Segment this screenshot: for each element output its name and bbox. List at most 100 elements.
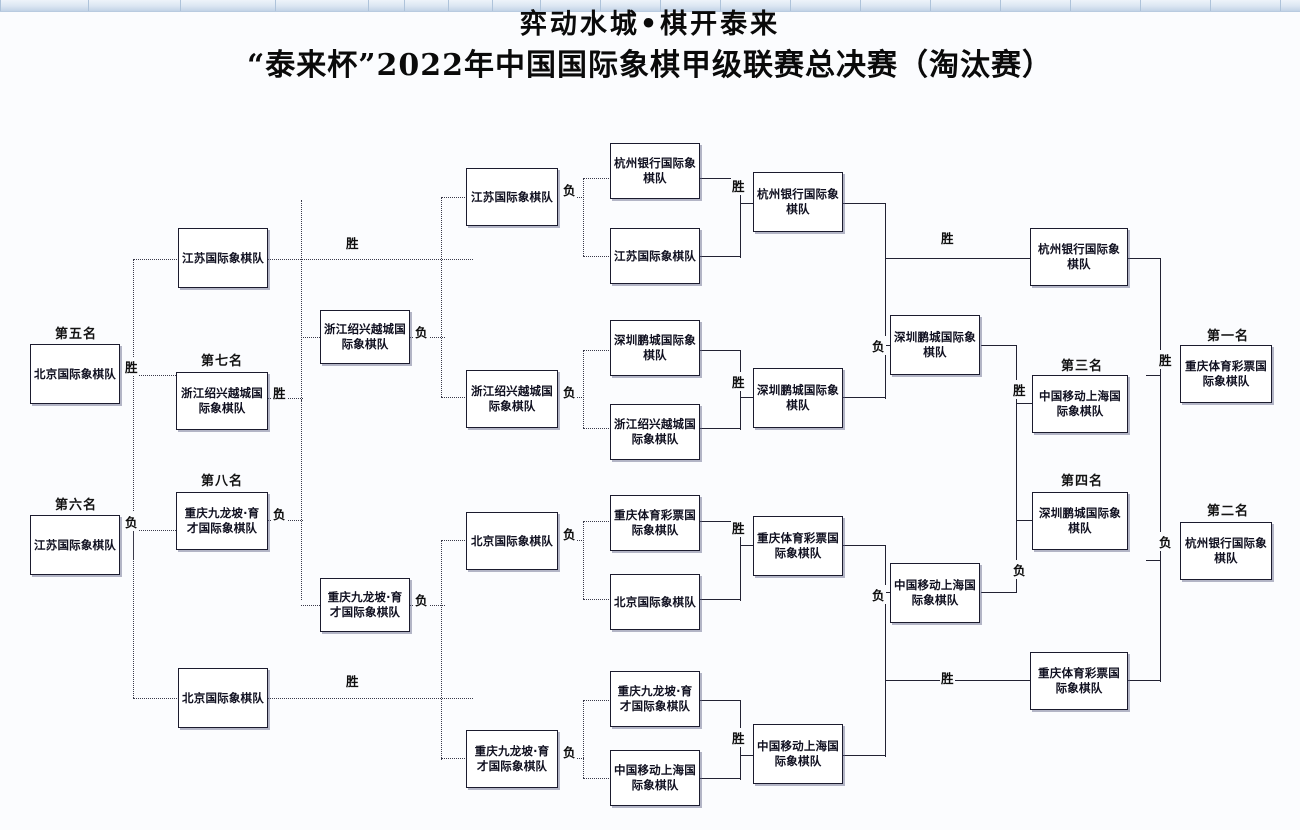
- box-qf3-winner[interactable]: 重庆体育彩票国际象棋队: [753, 516, 843, 576]
- result-label-qf-seed-3: 负: [562, 524, 577, 543]
- team-name: 浙江绍兴越城国际象棋队: [324, 322, 406, 351]
- team-name: 浙江绍兴越城国际象棋队: [181, 386, 263, 415]
- team-name: 江苏国际象棋队: [471, 189, 553, 204]
- conn-sf2-b: [843, 755, 885, 757]
- dotted-qf1-bot: [583, 256, 611, 257]
- result-label-sf2-winner: 胜: [940, 668, 955, 687]
- conn-qf4-out: [740, 755, 755, 757]
- conn-qf1-bot: [700, 256, 740, 258]
- box-loser-mid-zhejiang[interactable]: 浙江绍兴越城国际象棋队: [320, 310, 410, 364]
- ruler-tick: [404, 0, 405, 11]
- rank-label-seventh: 第七名: [200, 354, 243, 369]
- box-qf2-top[interactable]: 深圳鹏城国际象棋队: [610, 320, 700, 376]
- box-sixth-place-left[interactable]: 江苏国际象棋队: [30, 515, 120, 575]
- box-qf4-bottom[interactable]: 中国移动上海国际象棋队: [610, 750, 700, 806]
- box-eighth-place-left[interactable]: 重庆九龙坡·育才国际象棋队: [176, 492, 268, 550]
- rank-label-fourth: 第四名: [1060, 474, 1103, 489]
- box-finalist-bottom[interactable]: 重庆体育彩票国际象棋队: [1030, 652, 1128, 710]
- team-name: 中国移动上海国际象棋队: [894, 578, 976, 607]
- conn-final-top: [1128, 258, 1160, 260]
- ruler-tick: [930, 0, 931, 11]
- box-first-place[interactable]: 重庆体育彩票国际象棋队: [1180, 345, 1272, 403]
- ruler-tick: [0, 0, 1, 11]
- conn-qf1-out: [740, 203, 755, 205]
- result-label-eighth: 负: [272, 504, 287, 523]
- box-finalist-top[interactable]: 杭州银行国际象棋队: [1030, 228, 1128, 286]
- ruler-tick: [860, 0, 861, 11]
- result-label-second: 负: [1158, 532, 1173, 551]
- result-label-seventh: 胜: [272, 383, 287, 402]
- dotted-spine-col3-lower: [441, 540, 442, 760]
- ruler-tick: [660, 0, 661, 11]
- box-qf1-bottom[interactable]: 江苏国际象棋队: [610, 228, 700, 284]
- ruler-tick: [1070, 0, 1071, 11]
- box-qf-seed-3[interactable]: 北京国际象棋队: [466, 512, 558, 570]
- team-name: 北京国际象棋队: [471, 533, 553, 548]
- rank-label-second: 第二名: [1206, 504, 1249, 519]
- team-name: 北京国际象棋队: [34, 366, 116, 381]
- conn-qf2-out: [740, 397, 755, 399]
- team-name: 重庆九龙坡·育才国际象棋队: [617, 684, 693, 713]
- box-sf2-loser[interactable]: 中国移动上海国际象棋队: [890, 563, 980, 623]
- box-qf1-winner[interactable]: 杭州银行国际象棋队: [753, 172, 843, 232]
- conn-qf3-bot: [700, 599, 740, 601]
- box-qf1-top[interactable]: 杭州银行国际象棋队: [610, 143, 700, 199]
- conn-sf2-loser-out: [885, 592, 890, 594]
- rank-label-fifth: 第五名: [54, 327, 97, 342]
- conn-sf1-join: [885, 203, 887, 399]
- dotted-link-7: [301, 337, 326, 338]
- result-label-qf-seed-4: 负: [562, 742, 577, 761]
- conn-final-bot: [1128, 680, 1160, 682]
- team-name: 北京国际象棋队: [614, 594, 696, 609]
- box-qf3-bottom[interactable]: 北京国际象棋队: [610, 574, 700, 630]
- dotted-spine-col2-upper: [301, 200, 302, 400]
- dotted-spine-upper: [133, 259, 134, 559]
- box-qf-seed-2[interactable]: 浙江绍兴越城国际象棋队: [466, 370, 558, 428]
- box-qf4-winner[interactable]: 中国移动上海国际象棋队: [753, 724, 843, 784]
- title-line-1: 弈动水城•棋开泰来: [519, 9, 781, 40]
- dotted-link-14: [441, 758, 473, 759]
- team-name: 江苏国际象棋队: [182, 250, 264, 265]
- conn-sf2-winner-out: [885, 680, 1030, 682]
- box-sf1-loser[interactable]: 深圳鹏城国际象棋队: [890, 315, 980, 375]
- title-line-2: “泰来杯”2022年中国国际象棋甲级联赛总决赛（淘汰赛）: [246, 48, 1053, 83]
- box-qf-seed-1[interactable]: 江苏国际象棋队: [466, 168, 558, 226]
- box-fourth-place[interactable]: 深圳鹏城国际象棋队: [1032, 492, 1128, 550]
- result-label-fourth-in: 负: [1012, 560, 1027, 579]
- box-qf-seed-4[interactable]: 重庆九龙坡·育才国际象棋队: [466, 730, 558, 788]
- box-qf3-top[interactable]: 重庆体育彩票国际象棋队: [610, 495, 700, 551]
- box-qf4-top[interactable]: 重庆九龙坡·育才国际象棋队: [610, 671, 700, 727]
- result-label-qf-seed-2: 负: [562, 382, 577, 401]
- conn-sf2-a: [843, 545, 885, 547]
- box-qf2-bottom[interactable]: 浙江绍兴越城国际象棋队: [610, 404, 700, 460]
- box-qf2-winner[interactable]: 深圳鹏城国际象棋队: [753, 368, 843, 428]
- box-loser-mid-chongqing[interactable]: 重庆九龙坡·育才国际象棋队: [320, 578, 410, 632]
- ruler-tick: [600, 0, 601, 11]
- result-label-third-in: 胜: [1012, 380, 1027, 399]
- result-label-loser-mid-zhejiang: 负: [414, 322, 429, 341]
- box-consolation-beijing-bottom[interactable]: 北京国际象棋队: [178, 668, 268, 728]
- box-consolation-jiangsu-top[interactable]: 江苏国际象棋队: [178, 228, 268, 288]
- dotted-link-8: [301, 605, 326, 606]
- box-second-place[interactable]: 杭州银行国际象棋队: [1180, 522, 1272, 580]
- result-label-qf3-winner: 胜: [731, 518, 746, 537]
- team-name: 重庆体育彩票国际象棋队: [757, 531, 839, 560]
- conn-qf3-top: [700, 521, 740, 523]
- box-seventh-place-left[interactable]: 浙江绍兴越城国际象棋队: [176, 372, 268, 430]
- result-label-consolation-top: 胜: [345, 233, 360, 252]
- team-name: 浙江绍兴越城国际象棋队: [614, 417, 696, 446]
- ruler-tick: [492, 0, 493, 11]
- box-third-place[interactable]: 中国移动上海国际象棋队: [1032, 375, 1128, 433]
- conn-qf3-out: [740, 545, 755, 547]
- result-label-qf2-winner: 胜: [731, 372, 746, 391]
- result-label-qf4-winner: 胜: [731, 728, 746, 747]
- result-label-sf1-winner: 胜: [940, 228, 955, 247]
- team-name: 中国移动上海国际象棋队: [614, 763, 696, 792]
- result-label-qf-seed-1: 负: [562, 180, 577, 199]
- conn-sf2-loser-right: [981, 592, 1016, 594]
- conn-qf4-top: [700, 700, 740, 702]
- dotted-qf3-bot: [583, 599, 611, 600]
- team-name: 重庆九龙坡·育才国际象棋队: [184, 506, 260, 535]
- box-fifth-place-left[interactable]: 北京国际象棋队: [30, 344, 120, 404]
